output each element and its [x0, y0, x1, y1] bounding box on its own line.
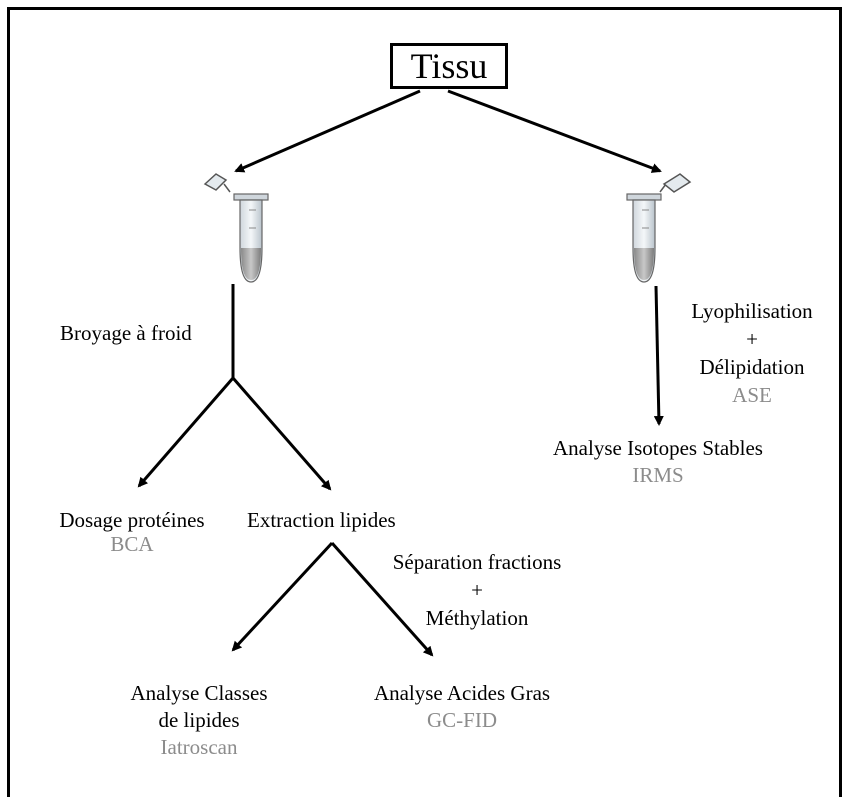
node-lipid-extraction: Extraction lipides — [247, 508, 396, 532]
stable-isotopes-label: Analyse Isotopes Stables — [553, 436, 763, 460]
step-fraction-separation: Séparation fractions + Méthylation — [393, 548, 562, 632]
step-cold-grinding: Broyage à froid — [60, 321, 192, 345]
fraction-separation-plus: + — [471, 578, 483, 602]
arrow-root-right — [447, 89, 662, 173]
fraction-separation-line2: Méthylation — [425, 606, 529, 630]
arrow-to-fatty-acids — [330, 542, 434, 657]
lipid-classes-method: Iatroscan — [160, 735, 238, 759]
diagram-frame — [7, 7, 842, 797]
freeze-drying-line1: Lyophilisation — [691, 299, 813, 323]
tube-left-icon — [203, 173, 269, 283]
lipid-classes-line2: de lipides — [158, 708, 240, 732]
root-node: Tissu — [390, 43, 508, 89]
freeze-drying-plus: + — [746, 327, 758, 351]
fatty-acids-method: GC-FID — [426, 708, 497, 732]
arrow-to-lipids — [231, 377, 332, 491]
arrow-to-proteins — [137, 377, 235, 488]
freeze-drying-method: ASE — [732, 383, 772, 407]
node-stable-isotopes: Analyse Isotopes Stables IRMS — [553, 435, 763, 489]
node-lipid-classes: Analyse Classes de lipides Iatroscan — [130, 680, 267, 761]
arrow-root-left — [234, 89, 421, 173]
step-freeze-drying: Lyophilisation + Délipidation ASE — [691, 297, 812, 409]
protein-assay-label: Dosage protéines — [59, 508, 205, 532]
lipid-classes-line1: Analyse Classes — [130, 681, 268, 705]
fraction-separation-line1: Séparation fractions — [392, 550, 562, 574]
fatty-acids-label: Analyse Acides Gras — [373, 681, 551, 705]
node-fatty-acids: Analyse Acides Gras GC-FID — [374, 680, 550, 734]
arrow-to-isotopes — [653, 285, 664, 426]
node-protein-assay: Dosage protéines BCA — [59, 508, 204, 556]
freeze-drying-line2: Délipidation — [699, 355, 805, 379]
protein-assay-method: BCA — [110, 532, 154, 556]
arrow-to-classes — [231, 541, 334, 652]
root-label: Tissu — [410, 46, 488, 86]
stable-isotopes-method: IRMS — [632, 463, 684, 487]
tube-right-icon — [626, 173, 692, 283]
